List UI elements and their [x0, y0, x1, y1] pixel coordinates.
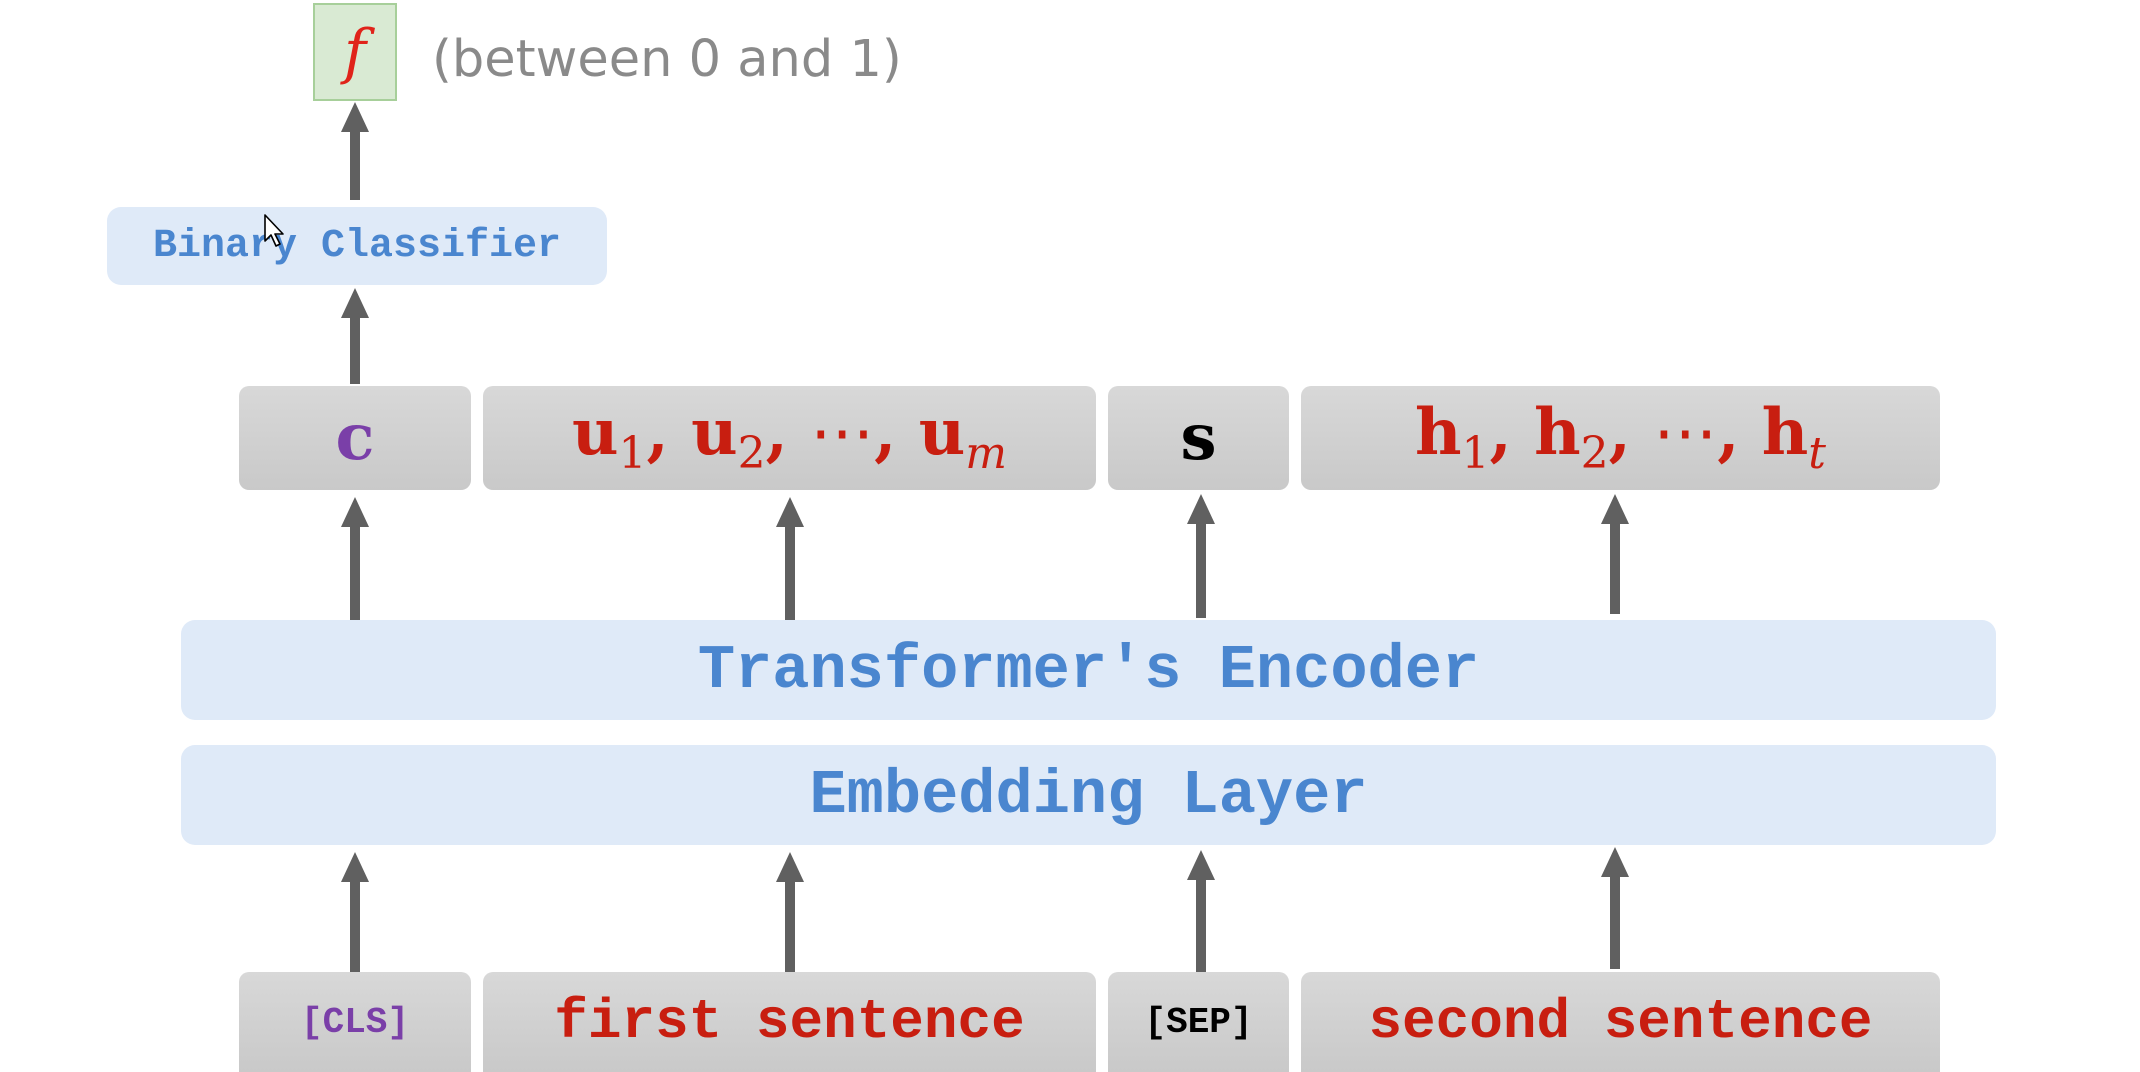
- output-c-box: c: [239, 386, 471, 490]
- output-f-box: f: [313, 3, 397, 101]
- input-cls-box: [CLS]: [239, 972, 471, 1072]
- output-s-label: s: [1180, 400, 1217, 475]
- output-f-symbol: f: [343, 17, 367, 87]
- input-first-sentence-box: first sentence: [483, 972, 1096, 1072]
- transformer-encoder-layer: Transformer′s Encoder: [181, 620, 1996, 720]
- output-u-sequence: u1, u2, ⋯, um: [571, 394, 1007, 479]
- binary-classifier-layer: Binary Classifier: [107, 207, 607, 285]
- input-sep-token: [SEP]: [1144, 1001, 1253, 1043]
- input-second-sentence-box: second sentence: [1301, 972, 1940, 1072]
- output-u-box: u1, u2, ⋯, um: [483, 386, 1096, 490]
- embedding-layer: Embedding Layer: [181, 745, 1996, 845]
- output-s-box: s: [1108, 386, 1289, 490]
- input-sep-box: [SEP]: [1108, 972, 1289, 1072]
- output-range-note: (between 0 and 1): [432, 30, 902, 89]
- output-c-label: c: [335, 400, 375, 475]
- output-h-box: h1, h2, ⋯, ht: [1301, 386, 1940, 490]
- output-h-sequence: h1, h2, ⋯, ht: [1415, 394, 1826, 479]
- input-first-sentence: first sentence: [554, 990, 1025, 1054]
- input-cls-token: [CLS]: [300, 1001, 410, 1043]
- input-second-sentence: second sentence: [1368, 990, 1873, 1054]
